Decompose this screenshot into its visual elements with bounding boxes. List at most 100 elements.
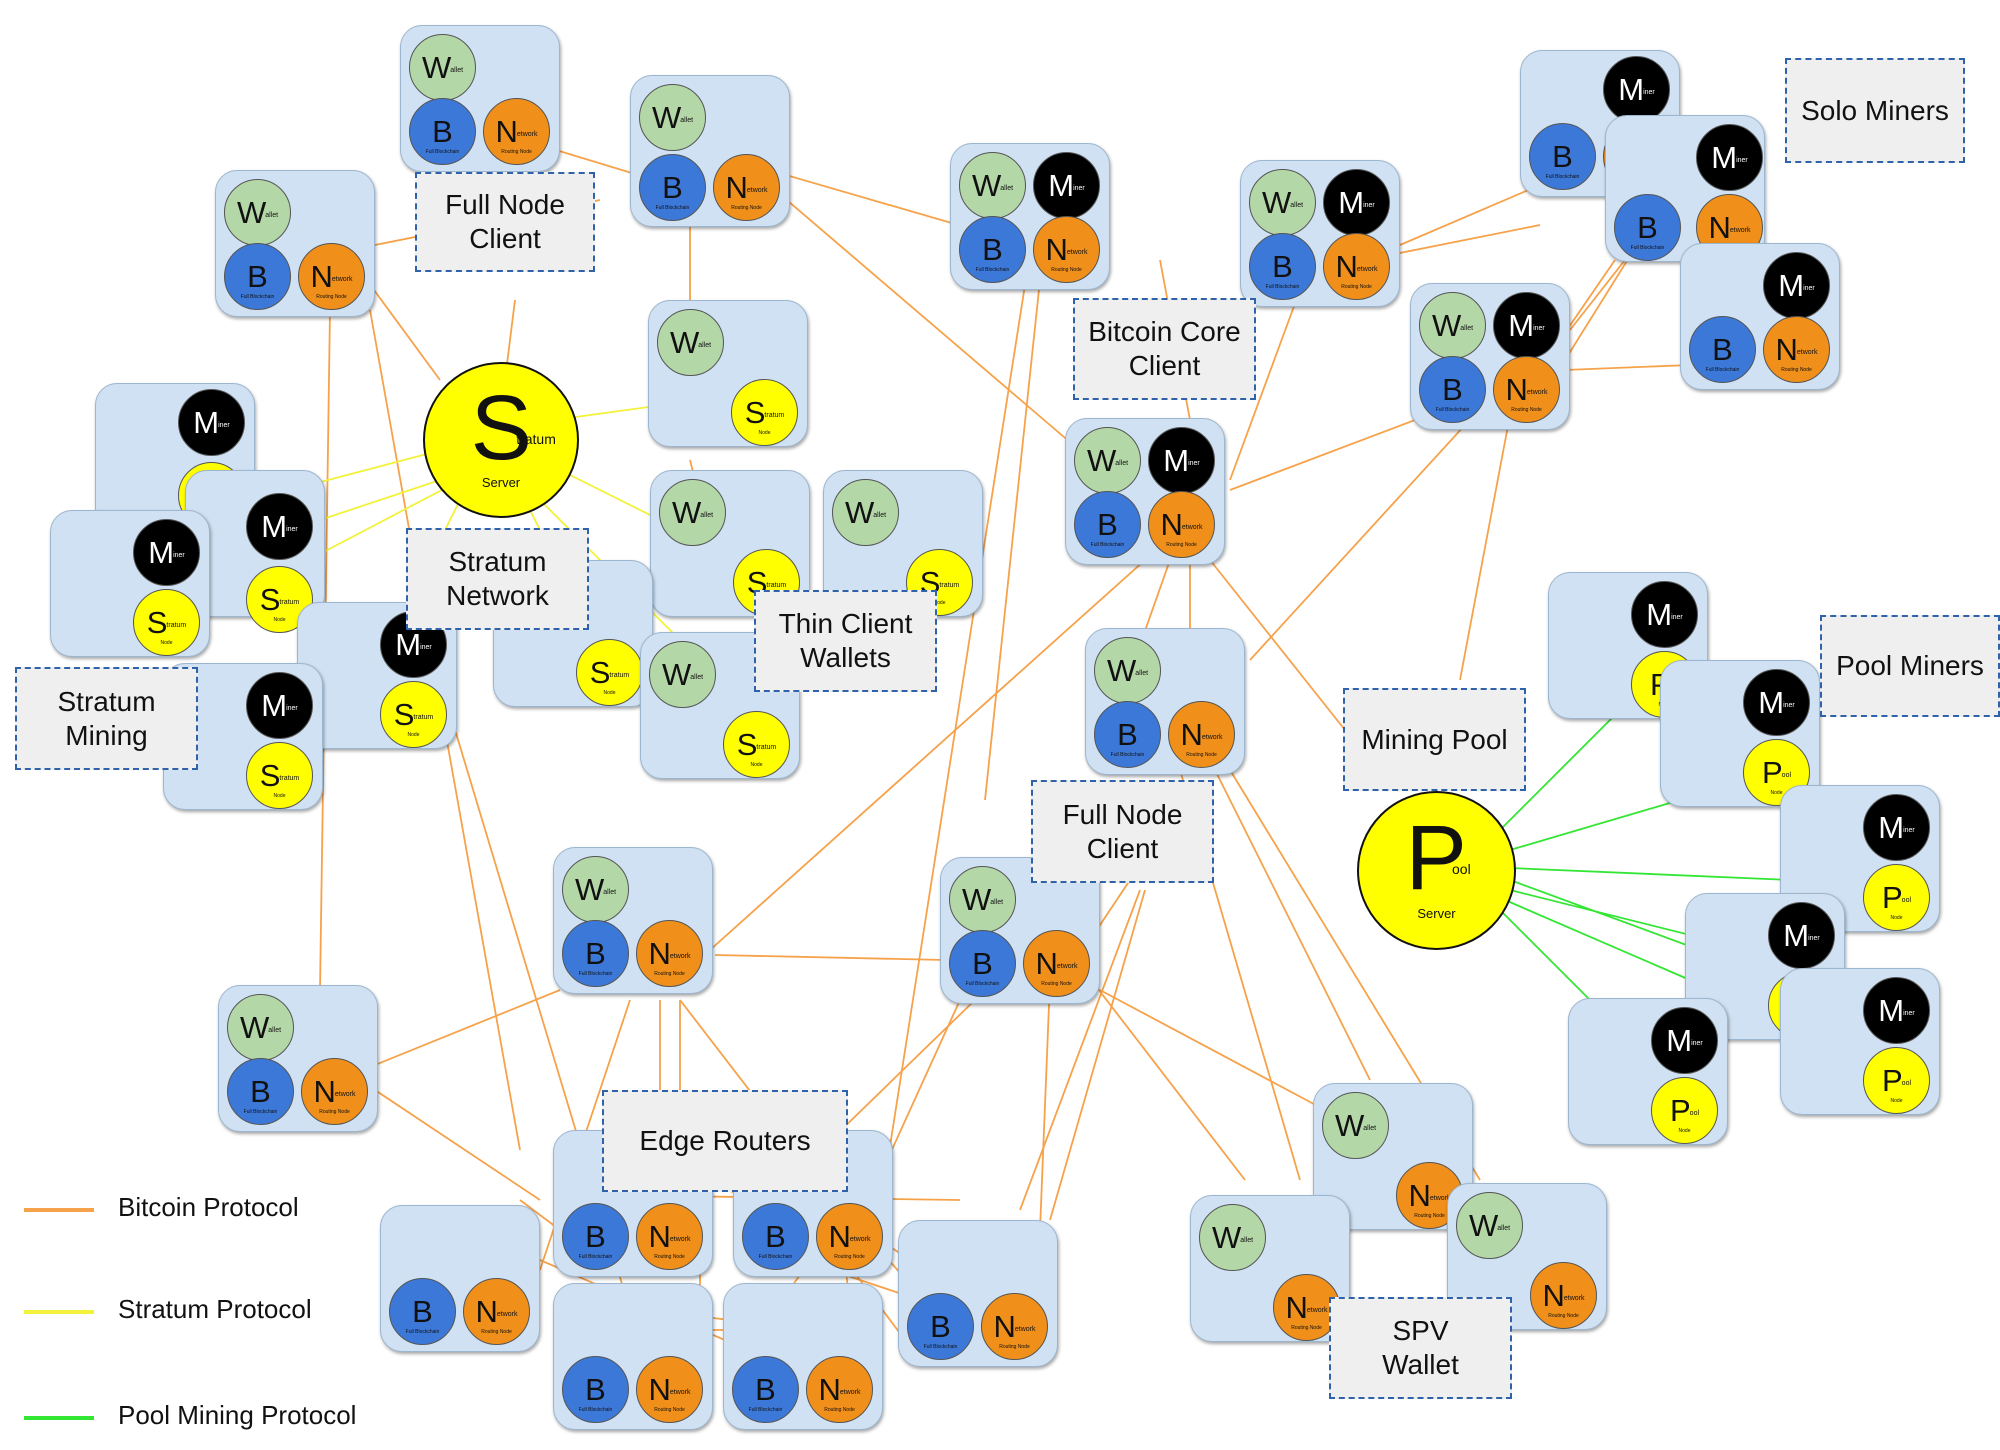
network-letter: Network <box>993 1311 1035 1342</box>
wallet-letter: Wallet <box>1335 1110 1376 1141</box>
miner-circle: Miner <box>1603 56 1670 123</box>
blockchain-letter: B <box>1637 212 1658 243</box>
miner-initial: M <box>1338 185 1365 220</box>
network-caption: Routing Node <box>501 149 532 155</box>
network-letter: Network <box>495 116 537 147</box>
stratum-caption: Node <box>273 793 286 799</box>
blockchain-initial: B <box>1097 507 1118 542</box>
wallet-letter: Wallet <box>962 884 1003 915</box>
wallet-initial: W <box>971 168 1002 203</box>
miner-suffix: iner <box>1188 459 1200 467</box>
blockchain-letter: B <box>247 261 268 292</box>
miner-letter: Miner <box>1666 1025 1703 1056</box>
stratum-initial: S <box>589 655 611 690</box>
pool-caption: Node <box>1890 1098 1903 1104</box>
wallet-letter: Wallet <box>1212 1222 1253 1253</box>
pool-letter: Pool <box>1762 757 1791 788</box>
label-stratum-mining: Stratum Mining <box>15 667 198 770</box>
wallet-circle: Wallet <box>832 479 899 546</box>
blockchain-caption: Full Blockchain <box>1705 367 1740 373</box>
connection-line <box>1564 364 1691 371</box>
network-caption: Routing Node <box>1186 752 1217 758</box>
network-suffix: etwork <box>669 1388 691 1396</box>
wallet-initial: W <box>671 495 702 530</box>
blockchain-initial: B <box>585 1372 606 1407</box>
stratum-caption: Node <box>603 690 616 696</box>
wallet-suffix: allet <box>1240 1236 1254 1244</box>
network-letter: Network <box>1542 1280 1584 1311</box>
stratum-suffix: tratum <box>756 743 777 751</box>
network-suffix: etwork <box>1066 248 1088 256</box>
connection-line <box>1509 799 1681 851</box>
miner-circle: Miner <box>1768 902 1835 969</box>
stratum-letter: Stratum <box>260 760 300 791</box>
stratum-letter: Stratum <box>745 397 785 428</box>
wallet-letter: Wallet <box>237 197 278 228</box>
blockchain-initial: B <box>412 1294 433 1329</box>
pool-letter: Pool <box>1882 1065 1911 1096</box>
blockchain-letter: B <box>432 116 453 147</box>
miner-circle: Miner <box>246 672 313 739</box>
miner-initial: M <box>1778 268 1805 303</box>
blockchain-initial: B <box>972 946 993 981</box>
server-suffix: tratum <box>516 430 556 447</box>
stratum-caption: Node <box>933 600 946 606</box>
network-initial: N <box>648 1219 671 1254</box>
blockchain-caption: Full Blockchain <box>1435 407 1470 413</box>
network-initial: N <box>725 170 748 205</box>
network-letter: Network <box>1180 719 1222 750</box>
network-caption: Routing Node <box>1548 1313 1579 1319</box>
network-initial: N <box>1335 249 1358 284</box>
stratum-caption: Node <box>750 762 763 768</box>
blockchain-initial: B <box>1637 210 1658 245</box>
pool-caption: Node <box>1890 915 1903 921</box>
wallet-letter: Wallet <box>652 102 693 133</box>
miner-circle: Miner <box>1148 427 1215 494</box>
miner-circle: Miner <box>1631 581 1698 648</box>
connection-line <box>1049 889 1146 1221</box>
miner-initial: M <box>1878 993 1905 1028</box>
network-letter: Network <box>1045 234 1087 265</box>
miner-letter: Miner <box>1163 445 1200 476</box>
wallet-circle: Wallet <box>1249 169 1316 236</box>
miner-letter: Miner <box>261 511 298 542</box>
wallet-suffix: allet <box>690 673 704 681</box>
legend-swatch-yellow <box>24 1310 94 1314</box>
network-suffix: etwork <box>669 1235 691 1243</box>
blockchain-caption: Full Blockchain <box>923 1344 958 1350</box>
network-suffix: etwork <box>1014 1325 1036 1333</box>
wallet-suffix: allet <box>1115 459 1129 467</box>
miner-initial: M <box>1711 140 1738 175</box>
server-suffix: ool <box>1452 861 1471 878</box>
wallet-initial: W <box>844 495 875 530</box>
connection-line <box>1214 769 1371 1081</box>
blockchain-caption: Full Blockchain <box>578 1254 613 1260</box>
network-suffix: etwork <box>849 1235 871 1243</box>
connection-line <box>1229 289 1301 481</box>
label-bitcoin-core-client: Bitcoin Core Client <box>1073 298 1256 400</box>
stratum-initial: S <box>259 582 281 617</box>
blockchain-caption: Full Blockchain <box>405 1329 440 1335</box>
server-caption: Server <box>1417 906 1456 922</box>
pool-initial: P <box>1669 1093 1691 1128</box>
wallet-circle: Wallet <box>409 34 476 101</box>
